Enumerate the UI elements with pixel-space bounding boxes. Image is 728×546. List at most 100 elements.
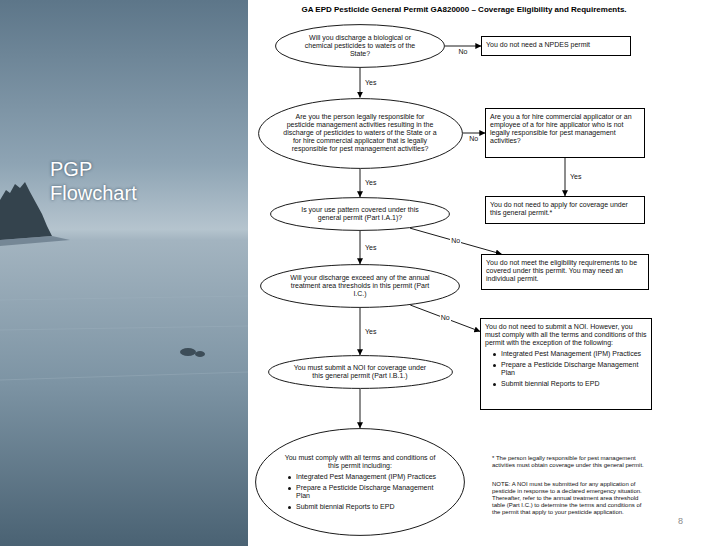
- footnote: NOTE: A NOI must be submitted for any ap…: [492, 481, 644, 516]
- edge-label: No: [450, 237, 461, 245]
- process-box: Are you a for hire commercial applicator…: [485, 108, 645, 158]
- text-block: You do not need to submit a NOI. However…: [485, 323, 647, 347]
- flow-arrow: [463, 133, 486, 134]
- rock: [180, 348, 196, 356]
- decision-ellipse: Will your discharge exceed any of the an…: [260, 264, 460, 308]
- slide-title: PGP Flowchart: [50, 157, 170, 205]
- water-ripple: [0, 296, 248, 380]
- node-content: You do not meet the eligibility requirem…: [486, 259, 644, 283]
- bullet-text: Prepare a Pesticide Discharge Management…: [501, 361, 647, 377]
- text-block: Prepare a Pesticide Discharge Management…: [280, 484, 440, 500]
- node-text: Will your discharge exceed any of the an…: [284, 274, 436, 298]
- node-text: Are you a for hire commercial applicator…: [490, 113, 640, 145]
- bullet-text: Integrated Pest Management (IPM) Practic…: [501, 350, 647, 358]
- text-block: You do not need a NPDES permit: [486, 41, 626, 49]
- edge-label: Yes: [364, 244, 377, 252]
- node-text: You do not need to apply for coverage un…: [490, 201, 640, 217]
- text-block: Submit biennial Reports to EPD: [280, 503, 440, 511]
- ellipse-outline: [255, 428, 465, 536]
- flow-arrow: [360, 169, 361, 198]
- text-block: Are you the person legally responsible f…: [282, 113, 438, 153]
- ellipse-shape: [261, 265, 460, 308]
- chart-panel: [248, 0, 728, 546]
- flow-arrow: [360, 389, 361, 428]
- ellipse-shape: [258, 98, 462, 168]
- flow-arrow: [445, 46, 481, 47]
- edge-label: Yes: [364, 328, 377, 336]
- flow-arrow: [565, 158, 566, 196]
- bullet-dot: [288, 506, 291, 509]
- node-content: Is your use pattern covered under this g…: [292, 206, 429, 222]
- flow-arrow: [360, 231, 361, 264]
- process-box: You do not need a NPDES permit: [481, 36, 631, 56]
- node-text: You do not need a NPDES permit: [486, 41, 626, 49]
- node-content: You do not need to apply for coverage un…: [490, 201, 640, 217]
- text-block: You do not meet the eligibility requirem…: [486, 259, 644, 283]
- node-text: You do not need to submit a NOI. However…: [485, 323, 647, 347]
- edge-label: No: [440, 314, 451, 322]
- edge-label: Yes: [364, 79, 377, 87]
- text-block: Submit biennial Reports to EPD: [485, 380, 647, 388]
- node-content: You do not need a NPDES permit: [486, 41, 626, 49]
- decision-ellipse: You must submit a NOI for coverage under…: [268, 355, 453, 389]
- text-block: Will your discharge exceed any of the an…: [284, 274, 436, 298]
- process-box: You do not need to submit a NOI. However…: [480, 318, 652, 410]
- island-reflection: [0, 236, 70, 246]
- text-block: You must comply with all terms and condi…: [280, 454, 440, 470]
- bullet-dot: [493, 383, 496, 386]
- decision-ellipse: You must comply with all terms and condi…: [255, 428, 465, 536]
- decision-ellipse: Will you discharge a biological or chemi…: [275, 24, 445, 68]
- node-content: Are you the person legally responsible f…: [282, 113, 438, 153]
- node-text: You do not meet the eligibility requirem…: [486, 259, 644, 283]
- edge-label: No: [468, 135, 479, 143]
- bullet-text: Integrated Pest Management (IPM) Practic…: [296, 473, 440, 481]
- text-block: Is your use pattern covered under this g…: [292, 206, 429, 222]
- text-block: Integrated Pest Management (IPM) Practic…: [485, 350, 647, 358]
- node-content: You must comply with all terms and condi…: [280, 454, 440, 511]
- flow-arrow: [360, 308, 361, 355]
- bullet-text: Submit biennial Reports to EPD: [501, 380, 647, 388]
- node-content: Will your discharge exceed any of the an…: [284, 274, 436, 298]
- text-block: Are you a for hire commercial applicator…: [490, 113, 640, 145]
- text-block: You do not need to apply for coverage un…: [490, 201, 640, 217]
- flow-arrow: [410, 305, 480, 331]
- node-text: Is your use pattern covered under this g…: [292, 206, 429, 222]
- bullet-dot: [493, 353, 496, 356]
- bullet-dot: [288, 487, 291, 490]
- text-block: Will you discharge a biological or chemi…: [296, 34, 425, 58]
- decision-ellipse: Is your use pattern covered under this g…: [270, 197, 450, 231]
- slide-number: 8: [678, 516, 698, 527]
- edge-label: Yes: [364, 179, 377, 187]
- node-content: Will you discharge a biological or chemi…: [296, 34, 425, 58]
- text-block: Integrated Pest Management (IPM) Practic…: [280, 473, 440, 481]
- node-text: Will you discharge a biological or chemi…: [296, 34, 425, 58]
- node-content: You must submit a NOI for coverage under…: [290, 364, 431, 380]
- flow-arrow: [410, 228, 501, 254]
- island-silhouette: [0, 182, 52, 240]
- ellipse-shape: [276, 25, 445, 68]
- edge-label: Yes: [569, 173, 582, 181]
- decision-ellipse: Are you the person legally responsible f…: [258, 98, 463, 169]
- node-content: Are you a for hire commercial applicator…: [490, 113, 640, 145]
- bullet-dot: [288, 476, 291, 479]
- node-text: You must submit a NOI for coverage under…: [290, 364, 431, 380]
- node-text: You must comply with all terms and condi…: [280, 454, 440, 470]
- text-block: You must submit a NOI for coverage under…: [290, 364, 431, 380]
- node-text: Are you the person legally responsible f…: [282, 113, 438, 153]
- process-box: You do not meet the eligibility requirem…: [481, 254, 649, 290]
- process-box: You do not need to apply for coverage un…: [485, 196, 645, 224]
- ellipse-shape: [268, 356, 452, 389]
- node-content: You do not need to submit a NOI. However…: [485, 323, 647, 388]
- flow-arrow: [360, 68, 361, 98]
- rock: [195, 351, 205, 357]
- bullet-text: Prepare a Pesticide Discharge Management…: [296, 484, 440, 500]
- chart-title: GA EPD Pesticide General Permit GA820000…: [252, 5, 676, 15]
- edge-label: No: [458, 48, 469, 56]
- footnote: * The person legally responsible for pes…: [492, 455, 644, 469]
- ellipse-shape: [256, 429, 465, 536]
- text-block: Prepare a Pesticide Discharge Management…: [485, 361, 647, 377]
- bullet-dot: [493, 364, 496, 367]
- bullet-text: Submit biennial Reports to EPD: [296, 503, 440, 511]
